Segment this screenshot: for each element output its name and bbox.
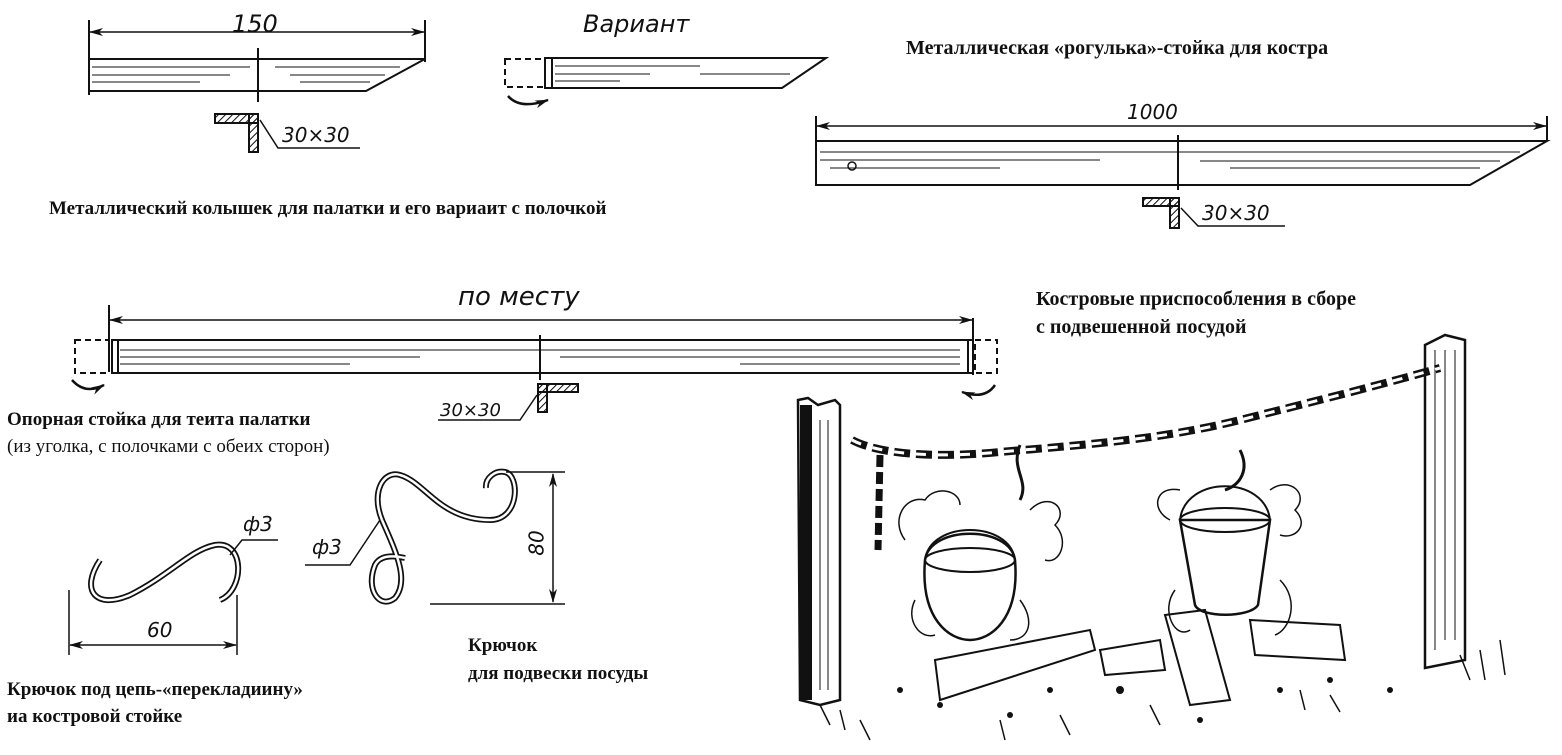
awning-post-drawing <box>71 305 998 421</box>
tent-peg-variant-drawing <box>504 57 830 109</box>
assembly-illustration <box>796 333 1506 741</box>
post-body <box>111 339 974 374</box>
awning-post-caption: Опорная стойка для теита палатки <box>7 409 311 430</box>
pot-hook-caption: Крючок <box>468 635 538 656</box>
pot-hook-diameter-label: ф3 <box>312 535 342 559</box>
stake-body <box>815 140 1551 186</box>
pot-hook-height-label: 80 <box>524 530 549 556</box>
fire-stake-profile-label: 30×30 <box>1202 201 1270 225</box>
assembly-caption: Костровые приспособления в сборе <box>1036 288 1356 310</box>
fire-stake-length-label: 1000 <box>1127 100 1178 124</box>
left-pot <box>923 532 1017 642</box>
awning-post-length-label: по месту <box>458 282 580 312</box>
tent-peg-length-label: 150 <box>232 10 278 38</box>
fire-stake-title: Металлическая «рогулька»-стойка для кост… <box>906 37 1329 59</box>
awning-post-profile-label: 30×30 <box>440 400 501 421</box>
chain-hook-width-label: 60 <box>147 618 173 642</box>
chain-hook-diameter-label: ф3 <box>243 512 273 536</box>
tent-peg-variant-label: Вариант <box>583 10 690 38</box>
right-pot <box>1178 518 1272 616</box>
tent-peg-profile-label: 30×30 <box>282 123 350 147</box>
awning-post-caption-sub: (из уголка, с полочками с обеих сторон) <box>7 436 330 457</box>
right-post <box>1423 333 1467 670</box>
tent-peg-caption: Металлический колышек для палатки и его … <box>49 198 607 219</box>
left-post <box>796 396 842 707</box>
tent-peg-drawing <box>88 20 426 153</box>
peg-body <box>88 58 426 92</box>
chain-hook-caption: Крючок под цепь-«перекладиину» <box>7 679 303 700</box>
pot-hook-caption-sub: для подвески посуды <box>468 663 649 684</box>
firewood <box>933 628 1097 702</box>
fire-stake-drawing <box>815 116 1551 229</box>
pot-hook-drawing <box>305 468 565 605</box>
chain-hook-drawing <box>68 539 278 655</box>
chain <box>850 364 1442 459</box>
chain-hook-caption-sub: иа костровой стойке <box>7 706 183 727</box>
assembly-caption-sub: с подвешенной посудой <box>1036 316 1247 338</box>
